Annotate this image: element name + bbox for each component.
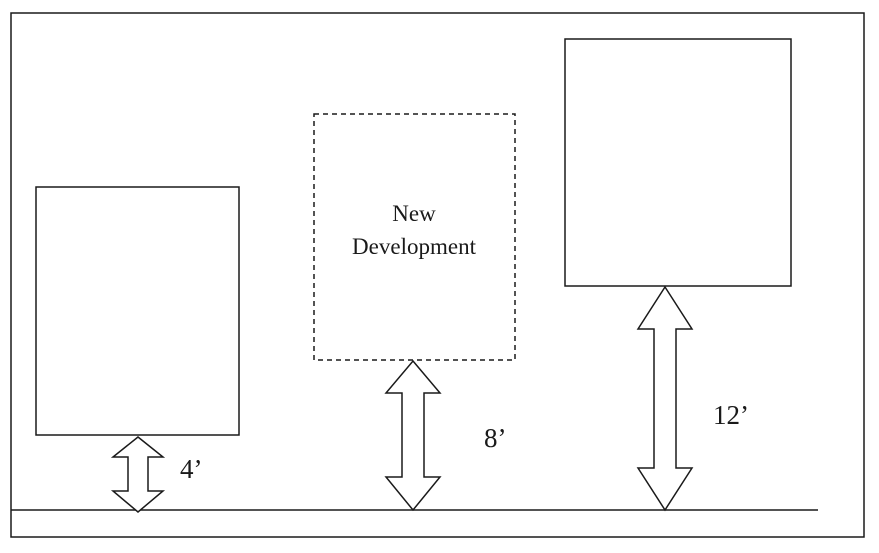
middle-clearance-label: 8’ <box>484 423 507 453</box>
diagram-frame <box>10 12 865 538</box>
new-development-label-line1: New <box>392 201 436 226</box>
new-development-box <box>313 113 516 361</box>
left-building-box <box>35 186 240 436</box>
right-clearance-label: 12’ <box>713 400 749 430</box>
left-clearance-label: 4’ <box>180 454 203 484</box>
new-development-label-line2: Development <box>352 234 477 259</box>
middle-clearance-arrow <box>384 359 442 512</box>
left-clearance-arrow <box>110 436 166 513</box>
right-building-box <box>564 38 792 287</box>
right-clearance-arrow <box>636 285 694 512</box>
